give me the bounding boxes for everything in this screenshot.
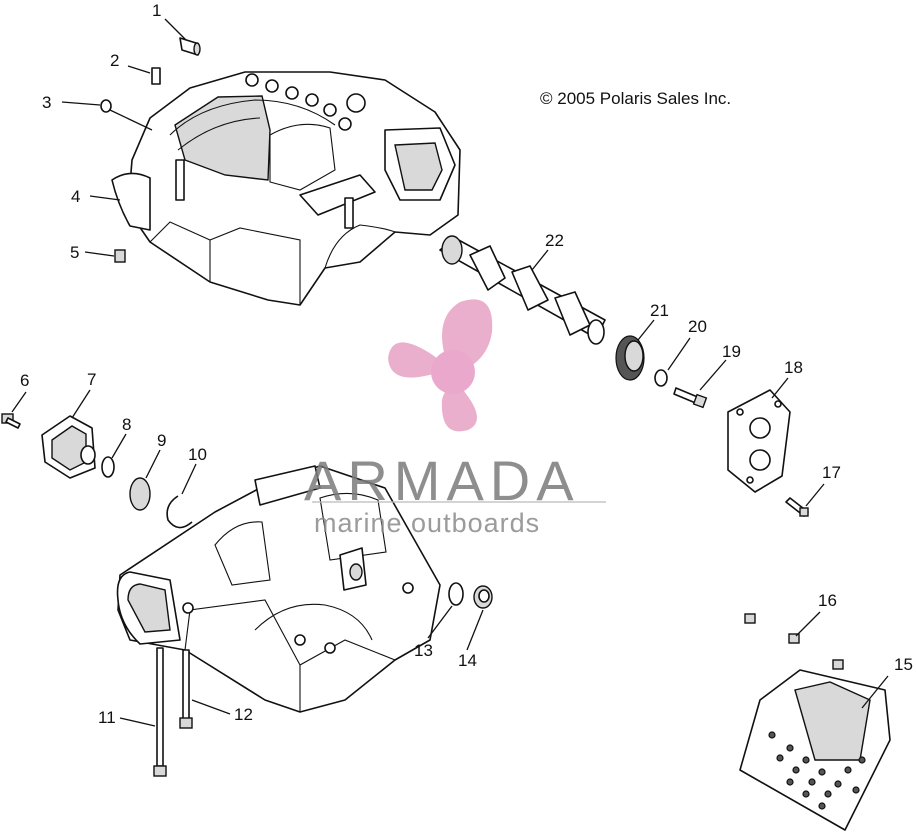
oil-pump <box>41 415 96 479</box>
camshaft <box>439 235 606 345</box>
copyright-text: © 2005 Polaris Sales Inc. <box>540 89 731 108</box>
callout-22: 22 <box>545 231 564 250</box>
callout-9: 9 <box>157 431 166 450</box>
callout-20: 20 <box>688 317 707 336</box>
bolt-16c <box>832 659 844 670</box>
o-ring-8 <box>101 456 115 478</box>
dowel-pin-1 <box>179 37 201 56</box>
callout-6: 6 <box>20 371 29 390</box>
callout-4: 4 <box>71 187 80 206</box>
callout-15: 15 <box>894 655 913 674</box>
long-bolt-11 <box>153 647 167 777</box>
plug-14 <box>473 585 493 609</box>
callout-1: 1 <box>152 1 161 20</box>
dowel-pin-2 <box>151 67 161 85</box>
long-bolt-12 <box>179 649 193 729</box>
leader-lines <box>11 18 889 727</box>
snap-ring-10 <box>166 495 193 529</box>
callout-3: 3 <box>42 93 51 112</box>
bolt-16b <box>788 633 800 644</box>
callout-5: 5 <box>70 243 79 262</box>
callout-17: 17 <box>822 463 841 482</box>
bolt-6 <box>1 413 21 429</box>
callout-2: 2 <box>110 51 119 70</box>
cam-gear <box>615 335 645 381</box>
washer <box>654 369 668 387</box>
callout-10: 10 <box>188 445 207 464</box>
callout-19: 19 <box>722 342 741 361</box>
watermark-tagline: marine outboards <box>314 508 540 538</box>
callout-18: 18 <box>784 358 803 377</box>
callout-14: 14 <box>458 651 477 670</box>
propeller-logo-icon <box>388 299 493 432</box>
cap-9 <box>129 477 151 511</box>
o-ring-3 <box>100 99 112 113</box>
callout-7: 7 <box>87 370 96 389</box>
lower-crankcase <box>116 465 441 713</box>
callout-13: 13 <box>414 641 433 660</box>
callout-numbers: 1 2 3 4 5 6 7 8 9 10 11 12 13 14 15 16 1… <box>20 1 913 727</box>
callout-16: 16 <box>818 591 837 610</box>
callout-21: 21 <box>650 301 669 320</box>
upper-crankcase <box>111 71 461 306</box>
oil-screen-assembly <box>739 669 891 831</box>
cover-plate <box>727 389 791 493</box>
callout-12: 12 <box>234 705 253 724</box>
callout-11: 11 <box>98 708 116 727</box>
bolt-19 <box>673 387 708 409</box>
pin-5 <box>114 249 126 263</box>
bolt-17 <box>785 497 809 517</box>
washer-13 <box>448 582 464 606</box>
bolt-16a <box>744 613 756 624</box>
armada-watermark: ARMADA marine outboards <box>304 299 606 538</box>
callout-8: 8 <box>122 415 131 434</box>
